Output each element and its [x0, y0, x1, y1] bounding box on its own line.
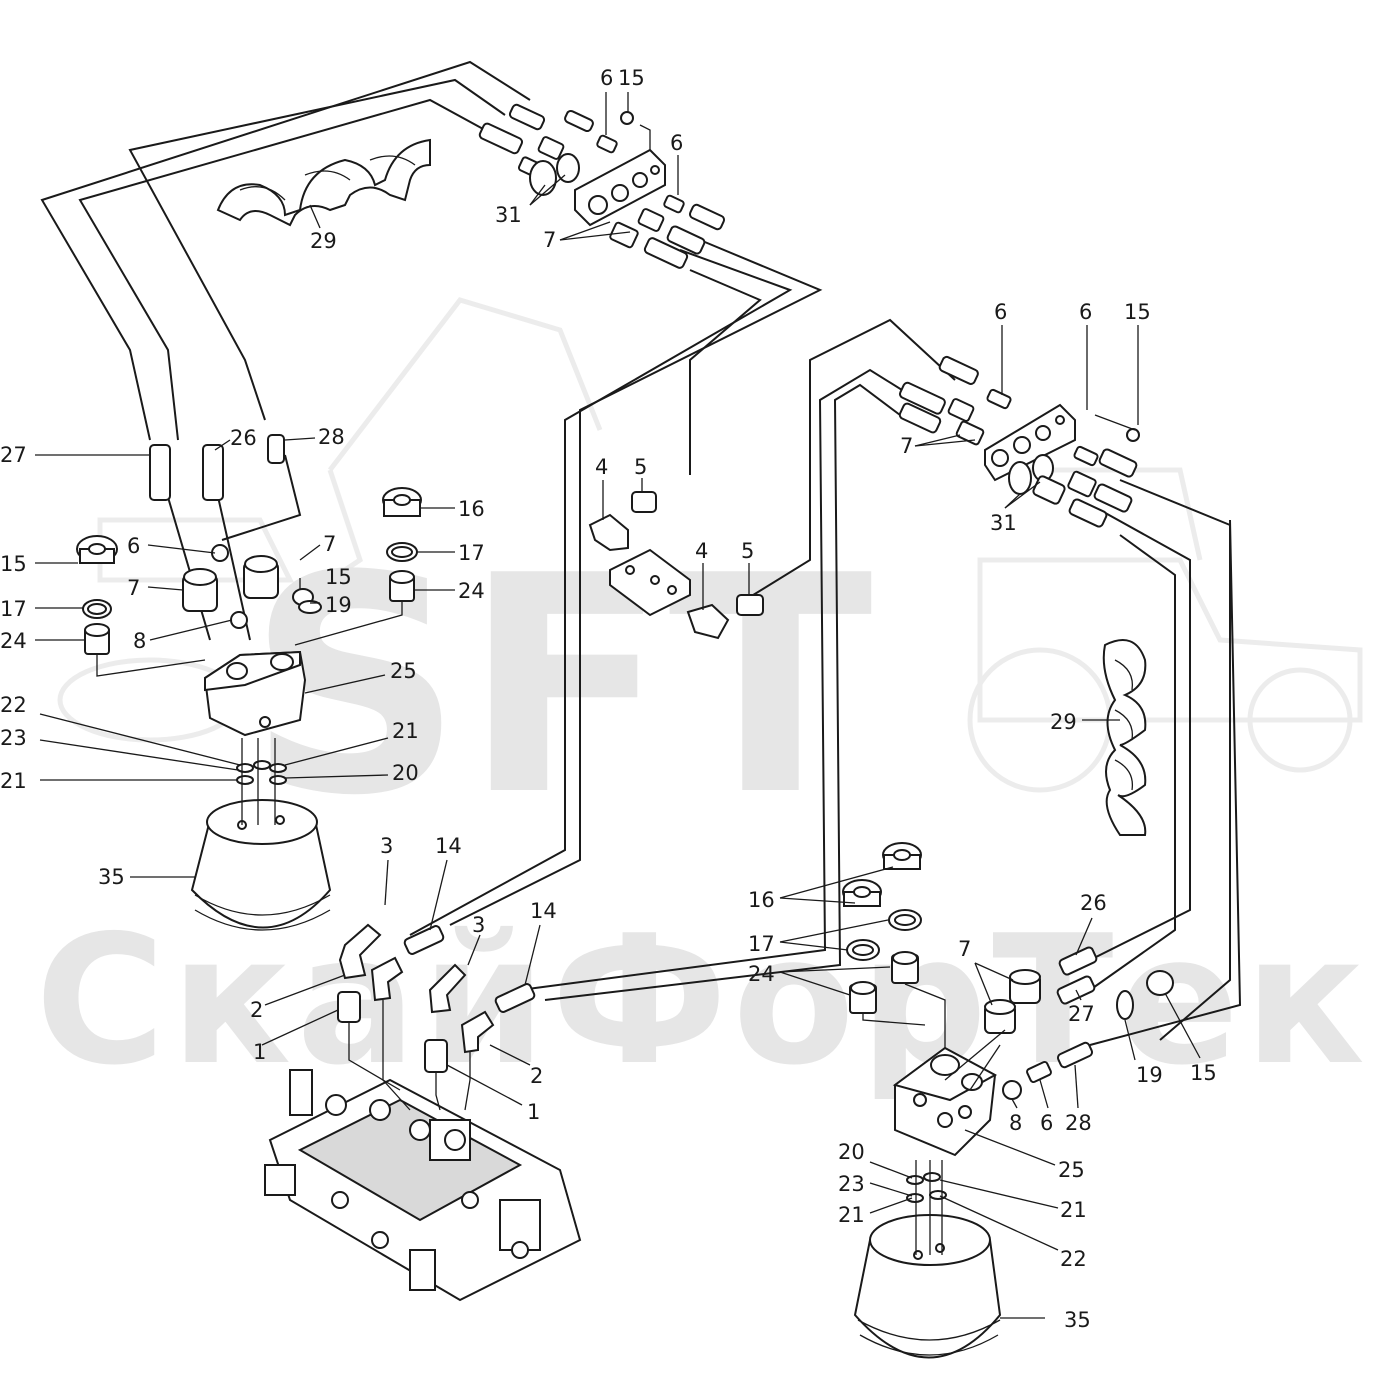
callout-label: 25: [390, 659, 417, 683]
left-plug-15: [76, 535, 118, 564]
callout-label: 19: [1136, 1063, 1163, 1087]
left-adapter-24b: [389, 570, 415, 602]
callout-label: 2: [250, 998, 263, 1022]
callout-label: 4: [695, 539, 708, 563]
callout-label: 6: [1040, 1111, 1053, 1135]
callout-label: 6: [994, 300, 1007, 324]
callout-label: 15: [618, 66, 645, 90]
callout-label: 6: [670, 131, 683, 155]
callout-label: 16: [748, 888, 775, 912]
left-seal-17b: [386, 542, 418, 562]
watermark: SFT СкайФорТек: [35, 297, 1365, 1104]
watermark-logo-text: SFT: [247, 512, 874, 861]
leader-lines: [35, 92, 1201, 1319]
callout-label: 3: [472, 913, 485, 937]
left-plug-16: [382, 487, 422, 517]
watermark-brand-text: СкайФорТек: [35, 897, 1365, 1104]
callout-label: 17: [0, 597, 27, 621]
callout-label: 1: [253, 1040, 266, 1064]
left-motor-35: [190, 799, 332, 931]
callout-label: 20: [838, 1140, 865, 1164]
right-manifold-plate: [984, 403, 1140, 495]
callout-label: 15: [1124, 300, 1151, 324]
callout-label: 6: [127, 534, 140, 558]
callout-label: 17: [748, 932, 775, 956]
right-plugs-16: [842, 842, 922, 907]
callout-label: 31: [495, 203, 522, 227]
left-hose-ends: [149, 434, 285, 501]
callout-label: 15: [325, 565, 352, 589]
callout-label: 5: [634, 455, 647, 479]
callout-label: 35: [98, 865, 125, 889]
callout-label: 3: [380, 834, 393, 858]
callout-label: 2: [530, 1064, 543, 1088]
callout-label: 19: [325, 593, 352, 617]
callout-label: 23: [0, 726, 27, 750]
callout-label: 24: [0, 629, 27, 653]
callout-label: 7: [543, 228, 556, 252]
left-adapter-24: [84, 623, 110, 655]
left-small-seals: [236, 760, 287, 785]
left-fittings-7: [182, 544, 322, 629]
right-fittings-7: [984, 946, 1174, 1100]
callout-label: 17: [458, 541, 485, 565]
callout-label: 21: [838, 1203, 865, 1227]
callout-label: 5: [741, 539, 754, 563]
left-seal-17: [82, 599, 112, 619]
callout-label: 31: [990, 511, 1017, 535]
callout-label: 28: [318, 425, 345, 449]
clamp-29-right: [1102, 639, 1147, 836]
callout-label: 21: [0, 769, 27, 793]
top-fittings: [478, 103, 726, 269]
callout-label: 28: [1065, 1111, 1092, 1135]
callout-label: 4: [595, 455, 608, 479]
watermark-excavator-icon: [57, 297, 603, 743]
callout-label: 29: [310, 229, 337, 253]
callout-label: 7: [900, 434, 913, 458]
callout-label: 15: [0, 552, 27, 576]
middle-valve-block: [588, 491, 764, 640]
watermark-tractor-icon: [967, 467, 1363, 793]
callout-label: 6: [600, 66, 613, 90]
callout-label: 1: [527, 1100, 540, 1124]
callout-label: 21: [392, 719, 419, 743]
callout-label: 24: [748, 962, 775, 986]
callout-label: 23: [838, 1172, 865, 1196]
callout-label: 16: [458, 497, 485, 521]
callout-labels: 6 15 6 31 7 29 27 26 28 16 15 6 7 17 7 1…: [0, 66, 1217, 1332]
callout-label: 26: [1080, 891, 1107, 915]
callout-label: 27: [0, 443, 27, 467]
callout-label: 6: [1079, 300, 1092, 324]
callout-label: 20: [392, 761, 419, 785]
clamp-29-top: [216, 138, 431, 227]
callout-label: 21: [1060, 1198, 1087, 1222]
callout-label: 22: [1060, 1247, 1087, 1271]
callout-label: 24: [458, 579, 485, 603]
right-seals-17: [846, 909, 922, 961]
callout-label: 29: [1050, 710, 1077, 734]
callout-label: 7: [127, 576, 140, 600]
callout-label: 22: [0, 693, 27, 717]
callout-label: 8: [133, 629, 146, 653]
callout-label: 7: [958, 937, 971, 961]
callout-label: 15: [1190, 1061, 1217, 1085]
middle-fittings: [337, 923, 536, 1073]
callout-label: 14: [530, 899, 557, 923]
callout-label: 7: [323, 532, 336, 556]
right-motor-35: [853, 1214, 1002, 1359]
control-valve-bank: [264, 1069, 582, 1302]
callout-label: 14: [435, 834, 462, 858]
callout-label: 8: [1009, 1111, 1022, 1135]
left-block-25: [203, 650, 307, 737]
callout-label: 35: [1064, 1308, 1091, 1332]
callout-label: 25: [1058, 1158, 1085, 1182]
right-manifold-fittings: [898, 355, 1138, 528]
callout-label: 26: [230, 426, 257, 450]
right-adapters-24: [849, 951, 919, 1014]
right-small-seals: [906, 1172, 947, 1203]
callout-label: 27: [1068, 1002, 1095, 1026]
